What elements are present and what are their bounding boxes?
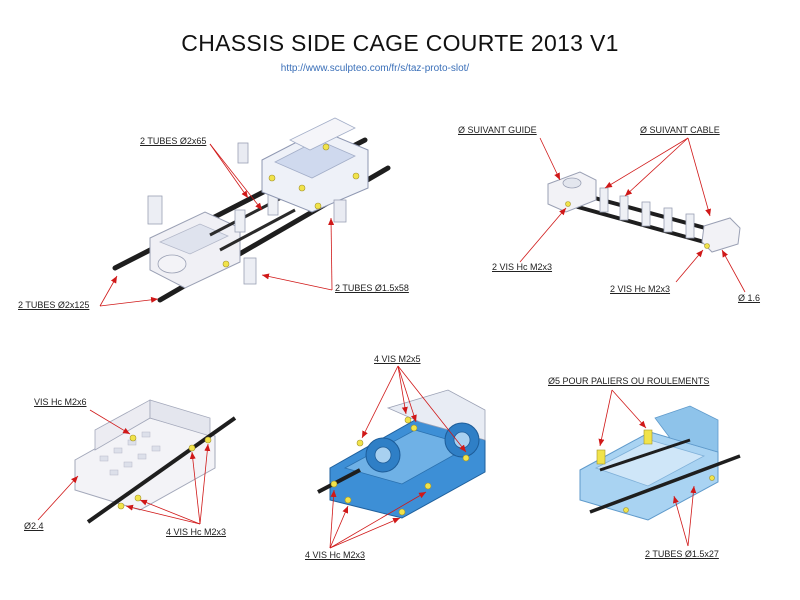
label-4-vis-m2x3-white: 4 VIS Hc M2x3 (166, 527, 227, 537)
screw (404, 416, 412, 424)
lightblue-cage-assembly-view (579, 389, 741, 547)
screw (462, 454, 470, 462)
label-suivant-guide: Ø SUIVANT GUIDE (458, 125, 537, 135)
label-tubes-2x125: 2 TUBES Ø2x125 (18, 300, 90, 310)
label-suivant-cable: Ø SUIVANT CABLE (640, 125, 720, 135)
screw (356, 439, 364, 447)
label-tubes-2x65: 2 TUBES Ø2x65 (140, 136, 207, 146)
label-tubes-1-5x27: 2 TUBES Ø1.5x27 (645, 549, 719, 559)
screw (298, 184, 306, 192)
label-dia-1-6: Ø 1.6 (738, 293, 761, 303)
blue-cage-assembly-view (317, 365, 486, 549)
screw (222, 260, 230, 268)
source-url: http://www.sculpteo.com/fr/s/taz-proto-s… (280, 63, 470, 74)
label-2-vis-m2x3-guide: 2 VIS Hc M2x3 (492, 262, 553, 272)
tube-1-5x27-rod (589, 454, 741, 514)
screw (410, 424, 418, 432)
label-dia-2-4: Ø2.4 (24, 521, 44, 531)
guide-cable-assembly-view (519, 137, 746, 293)
screw (398, 508, 406, 516)
screw (330, 480, 338, 488)
screw (352, 172, 360, 180)
screw (188, 444, 196, 452)
rod (86, 416, 237, 524)
screw (134, 494, 142, 502)
label-4-vis-m2x3-blue: 4 VIS Hc M2x3 (305, 550, 366, 560)
white-cage-assembly-view (37, 399, 237, 525)
label-4-vis-m2x5: 4 VIS M2x5 (374, 354, 421, 364)
guide-block (547, 171, 597, 213)
screw (344, 496, 352, 504)
screw (704, 243, 710, 249)
screw (268, 174, 276, 182)
screw (709, 475, 715, 481)
label-tubes-1-5x58: 2 TUBES Ø1.5x58 (335, 283, 409, 293)
screw (322, 143, 330, 151)
bearing (643, 429, 653, 445)
screw (565, 201, 571, 207)
bearing (596, 449, 606, 465)
label-2-vis-m2x3-cable: 2 VIS Hc M2x3 (610, 284, 671, 294)
page-title: CHASSIS SIDE CAGE COURTE 2013 V1 (181, 30, 619, 56)
rod (317, 468, 361, 494)
chassis-assembly-view (99, 117, 391, 307)
screw (314, 202, 322, 210)
screw (117, 502, 125, 510)
screw (204, 436, 212, 444)
tube-2x65-rod (219, 208, 296, 252)
screw (424, 482, 432, 490)
label-paliers-roulements: Ø5 POUR PALIERS OU ROULEMENTS (548, 376, 710, 386)
tube-1-5x27-rod (599, 438, 691, 472)
cable-block (701, 217, 741, 253)
screw (129, 434, 137, 442)
screw (623, 507, 629, 513)
label-vis-m2x6: VIS Hc M2x6 (34, 397, 87, 407)
